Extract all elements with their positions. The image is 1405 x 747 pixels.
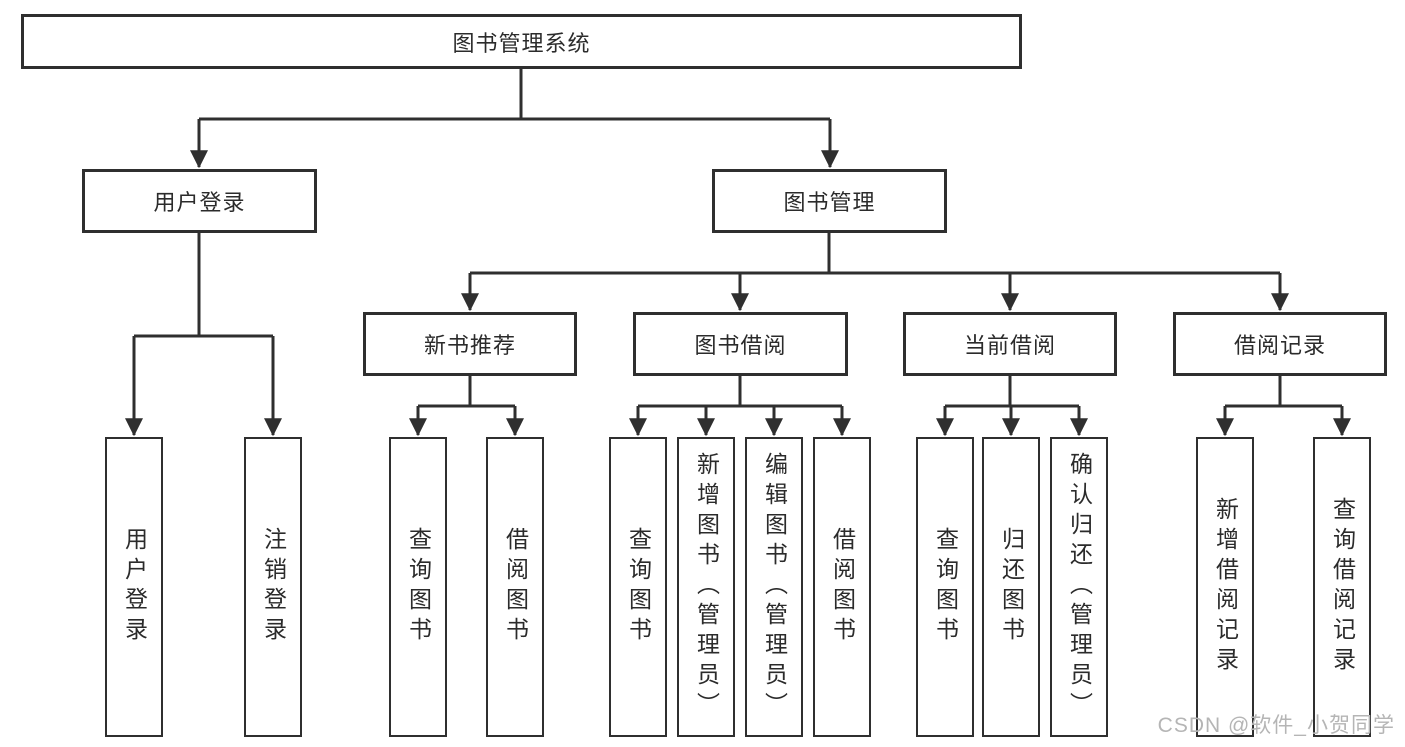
leaf-logout-label: 注销登录 xyxy=(260,527,287,647)
leaf-edit-book-admin: 编辑图书（管理员） xyxy=(745,437,803,737)
leaf-user-login: 用户登录 xyxy=(105,437,163,737)
node-root: 图书管理系统 xyxy=(21,14,1022,69)
leaf-add-book-admin: 新增图书（管理员） xyxy=(677,437,735,737)
leaf-query-borrow-record: 查询借阅记录 xyxy=(1313,437,1371,737)
node-current-borrow-label: 当前借阅 xyxy=(963,333,1056,358)
node-borrow-records: 借阅记录 xyxy=(1173,312,1387,376)
leaf-edit-book-admin-label: 编辑图书（管理员） xyxy=(761,452,788,722)
node-book-borrow-label: 图书借阅 xyxy=(694,333,787,358)
leaf-borrow-books-newrec-label: 借阅图书 xyxy=(502,527,529,647)
leaf-borrow-books-newrec: 借阅图书 xyxy=(486,437,544,737)
leaf-query-books-current-label: 查询图书 xyxy=(932,527,959,647)
leaf-confirm-return-admin-label: 确认归还（管理员） xyxy=(1066,452,1093,722)
node-borrow-records-label: 借阅记录 xyxy=(1233,333,1326,358)
leaf-logout: 注销登录 xyxy=(244,437,302,737)
node-book-borrow: 图书借阅 xyxy=(633,312,848,376)
leaf-user-login-label: 用户登录 xyxy=(121,527,148,647)
node-book-mgmt-group: 图书管理 xyxy=(712,169,947,233)
node-new-book-rec-label: 新书推荐 xyxy=(423,333,516,358)
leaf-return-books: 归还图书 xyxy=(982,437,1040,737)
leaf-add-borrow-record: 新增借阅记录 xyxy=(1196,437,1254,737)
leaf-query-books-newrec-label: 查询图书 xyxy=(405,527,432,647)
leaf-query-books-newrec: 查询图书 xyxy=(389,437,447,737)
leaf-add-borrow-record-label: 新增借阅记录 xyxy=(1212,497,1239,677)
leaf-confirm-return-admin: 确认归还（管理员） xyxy=(1050,437,1108,737)
node-user-login-group-label: 用户登录 xyxy=(153,190,246,215)
leaf-query-borrow-record-label: 查询借阅记录 xyxy=(1329,497,1356,677)
node-user-login-group: 用户登录 xyxy=(82,169,317,233)
csdn-watermark: CSDN @软件_小贺同学 xyxy=(1157,714,1395,737)
leaf-borrow-books-borrow: 借阅图书 xyxy=(813,437,871,737)
node-book-mgmt-group-label: 图书管理 xyxy=(783,190,876,215)
leaf-borrow-books-borrow-label: 借阅图书 xyxy=(829,527,856,647)
leaf-query-books-current: 查询图书 xyxy=(916,437,974,737)
leaf-add-book-admin-label: 新增图书（管理员） xyxy=(693,452,720,722)
leaf-query-books-borrow-label: 查询图书 xyxy=(625,527,652,647)
node-current-borrow: 当前借阅 xyxy=(903,312,1117,376)
node-root-label: 图书管理系统 xyxy=(452,30,591,56)
leaf-query-books-borrow: 查询图书 xyxy=(609,437,667,737)
leaf-return-books-label: 归还图书 xyxy=(998,527,1025,647)
node-new-book-rec: 新书推荐 xyxy=(363,312,577,376)
